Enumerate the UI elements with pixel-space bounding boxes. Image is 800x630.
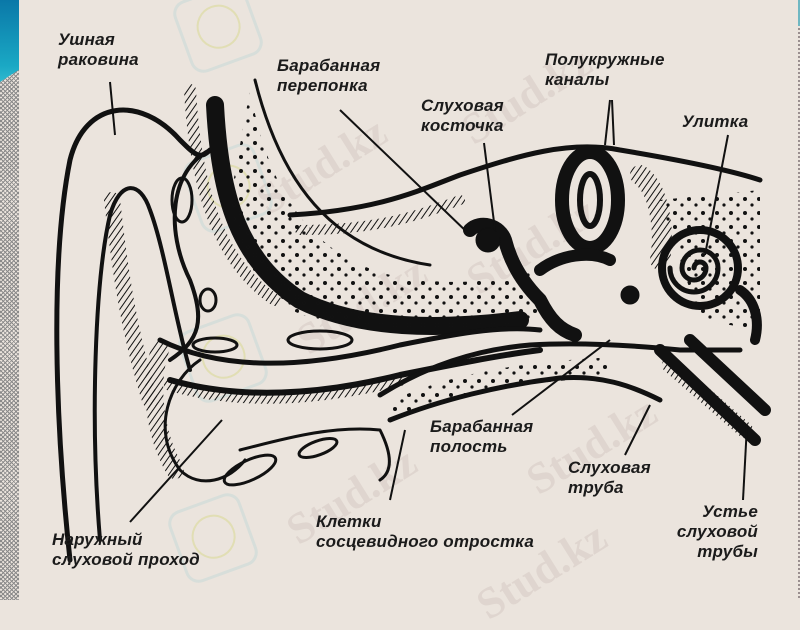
leader-opening bbox=[742, 424, 748, 501]
leader-canal bbox=[129, 419, 223, 523]
ear-canal bbox=[157, 326, 543, 366]
auricle-outline bbox=[54, 107, 213, 563]
label-mastoid-cells: Клетки сосцевидного отростка bbox=[316, 512, 534, 551]
temporal-bone bbox=[230, 90, 540, 328]
right-accent-bar bbox=[798, 0, 800, 26]
left-accent-bar bbox=[0, 0, 19, 82]
label-ossicle: Слуховая косточка bbox=[421, 96, 504, 135]
leader-mastoid bbox=[389, 429, 406, 501]
leader-canals-2 bbox=[611, 99, 615, 146]
label-eardrum: Барабанная перепонка bbox=[277, 56, 381, 95]
label-cochlea: Улитка bbox=[682, 112, 749, 131]
label-auricle: Ушная раковина bbox=[58, 30, 139, 69]
leader-eardrum bbox=[339, 109, 471, 236]
left-border-pattern bbox=[0, 0, 19, 600]
label-eustachian-opening: Устье слуховой трубы bbox=[676, 502, 758, 561]
semicircular-canals bbox=[555, 145, 625, 255]
leader-tube bbox=[624, 404, 651, 456]
label-semicircular-canals: Полукружные каналы bbox=[545, 50, 665, 89]
label-eustachian-tube: Слуховая труба bbox=[568, 458, 651, 497]
leader-canals-1 bbox=[604, 99, 611, 146]
ear-anatomy-drawing bbox=[54, 78, 771, 563]
leader-tympanic bbox=[511, 339, 611, 416]
ossicles bbox=[463, 217, 582, 342]
label-ear-canal: Наружный слуховой проход bbox=[52, 530, 200, 569]
leader-cochlea bbox=[704, 134, 729, 256]
tympanic-floor bbox=[377, 341, 743, 398]
leader-auricle bbox=[109, 81, 116, 136]
right-border-pattern bbox=[798, 0, 800, 600]
leader-ossicle bbox=[483, 142, 496, 231]
label-tympanic-cavity: Барабанная полость bbox=[430, 417, 534, 456]
